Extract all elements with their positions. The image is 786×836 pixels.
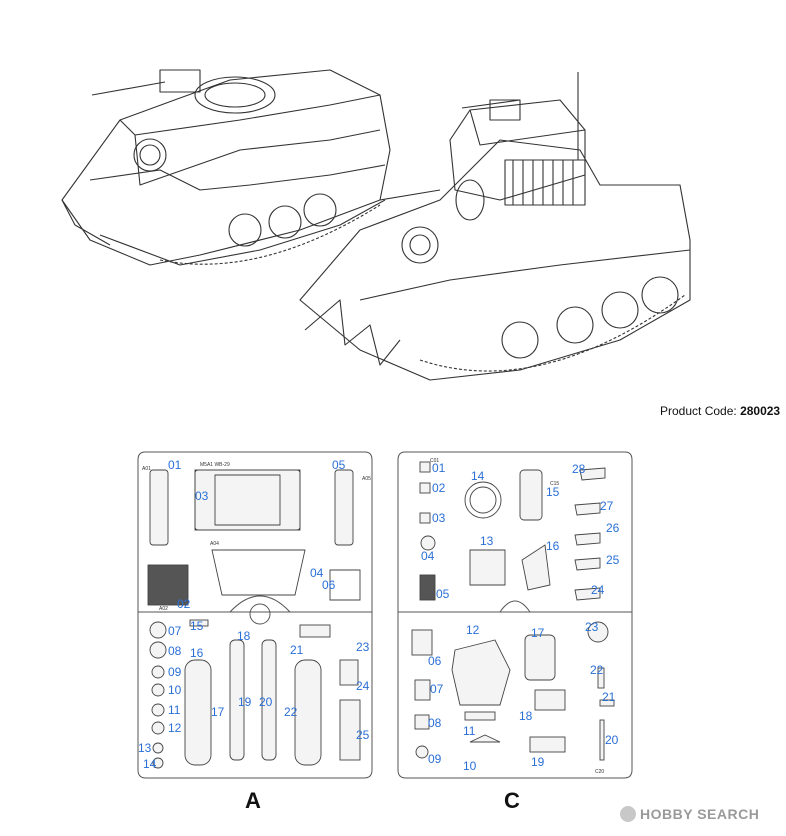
part-number: 14 [143, 757, 157, 771]
part-number: 11 [463, 724, 476, 738]
sprue-c-letter: C [504, 788, 520, 813]
part-number: 24 [591, 583, 605, 597]
svg-text:C01: C01 [430, 458, 439, 464]
part-number: 16 [546, 539, 560, 553]
part-number: 18 [519, 709, 533, 723]
svg-text:A04: A04 [210, 541, 219, 547]
product-code-label: Product Code: [660, 404, 737, 418]
part-number: 10 [168, 683, 182, 697]
part-number: 22 [284, 705, 298, 719]
hobbysearch-logo-icon [620, 806, 636, 822]
part-number: 10 [463, 759, 477, 773]
product-code-value: 280023 [740, 404, 781, 418]
part-number: 15 [546, 485, 560, 499]
part-number: 22 [590, 663, 604, 677]
svg-text:A05: A05 [362, 476, 371, 482]
part-number: 27 [600, 499, 614, 513]
part-number: 17 [531, 626, 545, 640]
part-number: 12 [466, 623, 480, 637]
part-number: 17 [211, 705, 225, 719]
part-number: 05 [436, 587, 450, 601]
part-number: 07 [168, 624, 182, 638]
part-number: 05 [332, 458, 346, 472]
part-number: 19 [238, 695, 252, 709]
part-number: 03 [432, 511, 446, 525]
part-number: 01 [432, 461, 446, 475]
part-number: 25 [606, 553, 620, 567]
sprue-c-frame [397, 451, 633, 779]
part-number: 07 [430, 682, 444, 696]
part-number: 21 [602, 690, 616, 704]
part-number: 25 [356, 728, 370, 742]
hobbysearch-watermark: HOBBY SEARCH [620, 806, 759, 822]
part-number: 23 [356, 640, 370, 654]
tank-illustration-open-top [61, 69, 391, 266]
part-number: 04 [421, 549, 435, 563]
svg-text:M5A1 WB-29: M5A1 WB-29 [200, 462, 230, 468]
part-number: 16 [190, 646, 204, 660]
svg-text:A01: A01 [142, 466, 151, 472]
sprue-a-frame [137, 451, 373, 779]
product-code-line: Product Code: 280023 [660, 404, 780, 418]
part-number: 06 [428, 654, 442, 668]
tank-illustration-turreted [299, 72, 691, 381]
part-number: 04 [310, 566, 324, 580]
part-number: 13 [138, 741, 152, 755]
part-number: 02 [432, 481, 446, 495]
part-number: 08 [168, 644, 182, 658]
part-number: 24 [356, 679, 370, 693]
part-number: 28 [572, 462, 586, 476]
sprue-a-letter: A [245, 788, 261, 813]
part-number: 18 [237, 629, 251, 643]
part-number: 20 [605, 733, 619, 747]
part-number: 01 [168, 458, 182, 472]
part-number: 19 [531, 755, 545, 769]
part-number: 23 [585, 620, 599, 634]
part-number: 03 [195, 489, 209, 503]
part-number: 21 [290, 643, 304, 657]
svg-text:A02: A02 [159, 606, 168, 612]
part-number: 14 [471, 469, 485, 483]
part-number: 12 [168, 721, 182, 735]
part-number: 26 [606, 521, 620, 535]
svg-text:C15: C15 [550, 481, 559, 487]
part-number: 02 [177, 597, 191, 611]
part-number: 09 [168, 665, 182, 679]
part-number: 11 [168, 703, 181, 717]
part-number: 20 [259, 695, 273, 709]
part-number: 09 [428, 752, 442, 766]
part-number: 13 [480, 534, 494, 548]
part-number: 08 [428, 716, 442, 730]
part-number: 06 [322, 578, 336, 592]
watermark-text: HOBBY SEARCH [640, 806, 760, 822]
part-number: 15 [190, 619, 204, 633]
svg-text:C20: C20 [595, 769, 604, 775]
